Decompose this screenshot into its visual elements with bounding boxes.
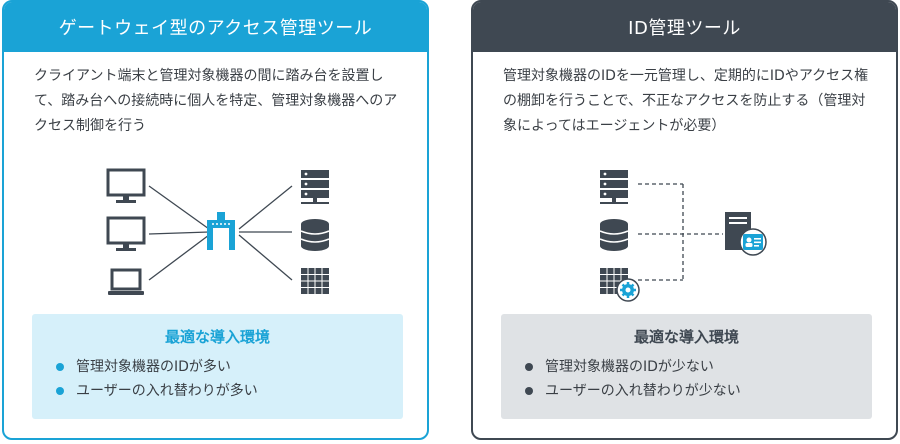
bullet-icon bbox=[56, 387, 64, 395]
id-management-server-icon bbox=[725, 212, 767, 256]
id-management-tool-card: ID管理ツール 管理対象機器のIDを一元管理し、定期的にIDやアクセス権の棚卸を… bbox=[471, 0, 898, 440]
bullet-icon bbox=[525, 363, 533, 371]
connection-lines bbox=[148, 185, 293, 281]
gateway-optimal-environment: 最適な導入環境 管理対象機器のIDが多い ユーザーの入れ替わりが多い bbox=[32, 314, 403, 419]
list-item: ユーザーの入れ替わりが少ない bbox=[525, 379, 872, 403]
list-item: ユーザーの入れ替わりが多い bbox=[56, 379, 403, 403]
database-icon bbox=[300, 219, 330, 251]
env-title: 最適な導入環境 bbox=[164, 328, 270, 346]
env-item-label: 管理対象機器のIDが少ない bbox=[545, 359, 714, 375]
agent-gear-icon bbox=[616, 278, 640, 302]
env-item-label: ユーザーの入れ替わりが少ない bbox=[545, 383, 741, 399]
bullet-icon bbox=[525, 387, 533, 395]
list-item: 管理対象機器のIDが少ない bbox=[525, 355, 872, 379]
gateway-tool-title: ゲートウェイ型のアクセス管理ツール bbox=[4, 2, 427, 52]
server-icon bbox=[301, 170, 329, 204]
server-icon bbox=[600, 170, 628, 204]
id-management-diagram bbox=[599, 170, 767, 302]
list-item: 管理対象機器のIDが多い bbox=[56, 355, 403, 379]
laptop-icon bbox=[108, 268, 144, 295]
monitor-icon bbox=[106, 216, 146, 251]
bullet-icon bbox=[56, 363, 64, 371]
gateway-diagram bbox=[106, 168, 330, 295]
gateway-icon bbox=[207, 212, 235, 250]
connection-lines bbox=[638, 183, 723, 281]
database-icon bbox=[599, 219, 629, 251]
env-item-label: ユーザーの入れ替わりが多い bbox=[76, 383, 258, 399]
rack-server-with-agent-icon bbox=[600, 268, 640, 302]
id-management-tool-title: ID管理ツール bbox=[473, 2, 896, 52]
id-card-icon bbox=[739, 228, 767, 256]
monitor-icon bbox=[106, 168, 146, 203]
id-management-tool-description: 管理対象機器のIDを一元管理し、定期的にIDやアクセス権の棚卸を行うことで、不正… bbox=[503, 68, 869, 134]
env-item-label: 管理対象機器のIDが多い bbox=[76, 359, 231, 375]
gateway-tool-card: ゲートウェイ型のアクセス管理ツール クライアント端末と管理対象機器の間に踏み台を… bbox=[2, 0, 429, 440]
id-management-optimal-environment: 最適な導入環境 管理対象機器のIDが少ない ユーザーの入れ替わりが少ない bbox=[501, 314, 872, 419]
env-title: 最適な導入環境 bbox=[633, 328, 739, 346]
gateway-tool-description: クライアント端末と管理対象機器の間に踏み台を設置して、踏み台への接続時に個人を特… bbox=[34, 68, 398, 134]
rack-server-icon bbox=[301, 268, 329, 294]
